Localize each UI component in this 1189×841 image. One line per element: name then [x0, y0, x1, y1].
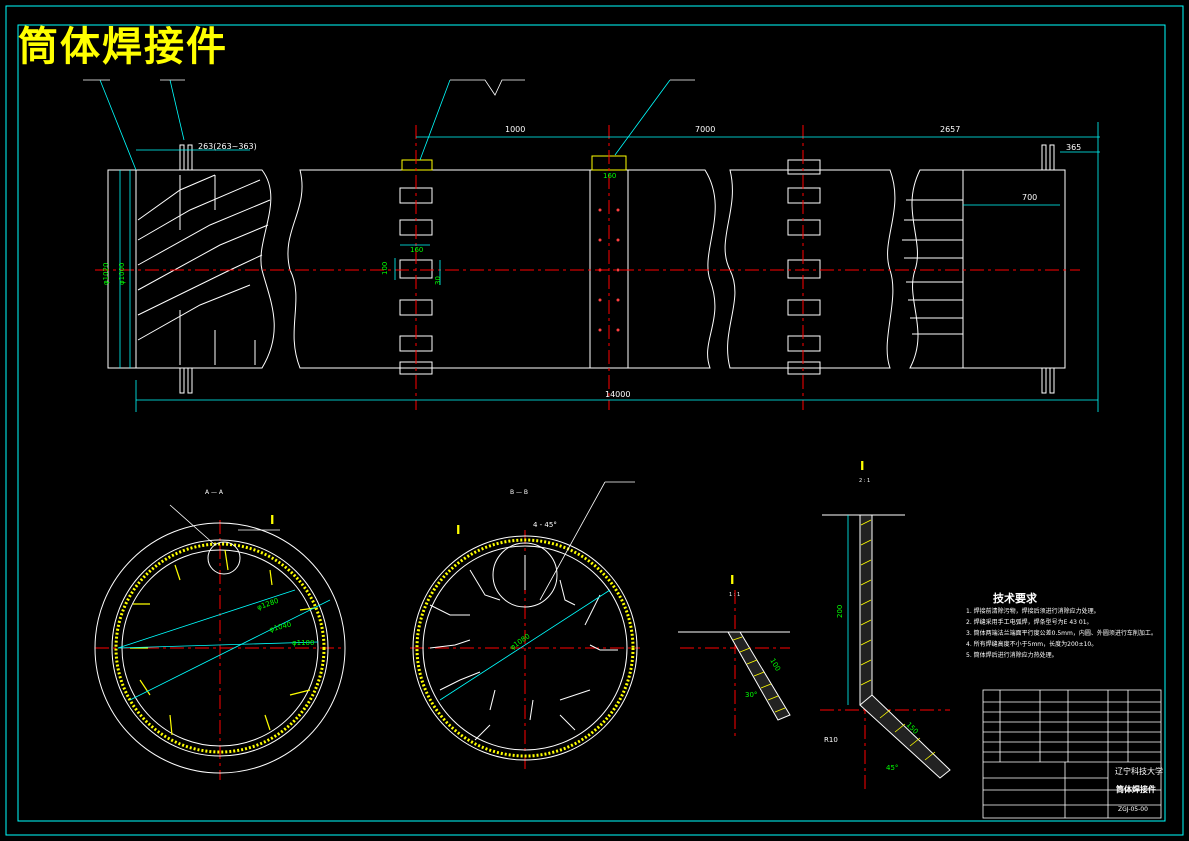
plate-holes — [598, 208, 620, 332]
main-view — [107, 169, 1066, 369]
section-bb — [412, 481, 638, 761]
tech-req-list: 1. 焊接前清除污物，焊接后须进行消除应力处理。 2. 焊缝采用手工电弧焊，焊条… — [966, 606, 1166, 661]
detail-large — [822, 514, 951, 779]
dim-1000: 1000 — [505, 125, 525, 134]
dim-1080: φ1080 — [509, 632, 532, 651]
detail1-label: I — [730, 573, 734, 587]
slots-col-2 — [787, 159, 821, 375]
dim-263: 263(263~363) — [198, 142, 257, 151]
outer-frame — [5, 5, 1184, 836]
detail1-scale: 1 : 1 — [729, 592, 740, 598]
dim-2657: 2657 — [940, 125, 960, 134]
detail2-scale: 2 : 1 — [859, 478, 870, 484]
tech-req-item: 2. 焊缝采用手工电弧焊，焊条型号为E 43 01。 — [966, 619, 1093, 626]
dim-100-detail: 100 — [768, 657, 782, 673]
section-aa — [94, 504, 346, 774]
dim-14000: 14000 — [605, 390, 630, 399]
dim-inner-dia: φ1000 — [118, 263, 126, 285]
tech-req-item: 5. 筒体焊后进行消除应力热处理。 — [966, 652, 1058, 659]
dim-outer-dia: φ1020 — [102, 263, 110, 285]
title-block-drawing-no: ZGJ-05-00 — [1118, 806, 1148, 813]
leader-3 — [450, 79, 525, 96]
title-block — [982, 689, 1162, 819]
label-bb: B — B — [510, 489, 528, 496]
tech-req-item: 1. 焊接前清除污物，焊接后须进行消除应力处理。 — [966, 608, 1100, 615]
title-block-part-name: 筒体焊接件 — [1116, 785, 1156, 794]
dimension-lines — [99, 79, 1100, 412]
dim-365: 365 — [1066, 143, 1081, 152]
tech-req-item: 4. 所有焊缝高度不小于5mm，长度为200±10。 — [966, 641, 1098, 648]
dim-45deg: 4 - 45° — [533, 521, 557, 529]
detail-small — [678, 631, 791, 721]
dim-7000: 7000 — [695, 125, 715, 134]
dim-160a: 160 — [603, 172, 616, 180]
detail2-label: I — [860, 459, 864, 473]
inner-frame — [17, 24, 1166, 822]
label-aa: A — A — [205, 489, 224, 496]
detail-mark-2: I — [456, 523, 460, 537]
dim-45deg-detail: 45° — [886, 764, 898, 772]
dim-1100: φ1100 — [292, 639, 314, 647]
dim-160b: 160 — [410, 246, 423, 254]
dim-r10: R10 — [824, 736, 838, 744]
detail-mark-1: I — [270, 513, 274, 527]
dim-200: 200 — [836, 605, 844, 618]
dim-30: 30 — [434, 276, 442, 285]
dim-700: 700 — [1022, 193, 1037, 202]
drawing-title: 筒体焊接件 — [18, 24, 228, 70]
dim-1040: φ1040 — [268, 620, 292, 634]
tech-req-title: 技术要求 — [993, 592, 1037, 605]
title-block-school: 辽宁科技大学 — [1115, 767, 1163, 776]
tech-req-item: 3. 筒体两端法兰端面平行度公差0.5mm，内圆、外圆须进行车削加工。 — [966, 630, 1157, 637]
dim-30deg: 30° — [745, 691, 757, 699]
dim-100: 100 — [381, 262, 389, 275]
centerlines — [95, 125, 1080, 790]
